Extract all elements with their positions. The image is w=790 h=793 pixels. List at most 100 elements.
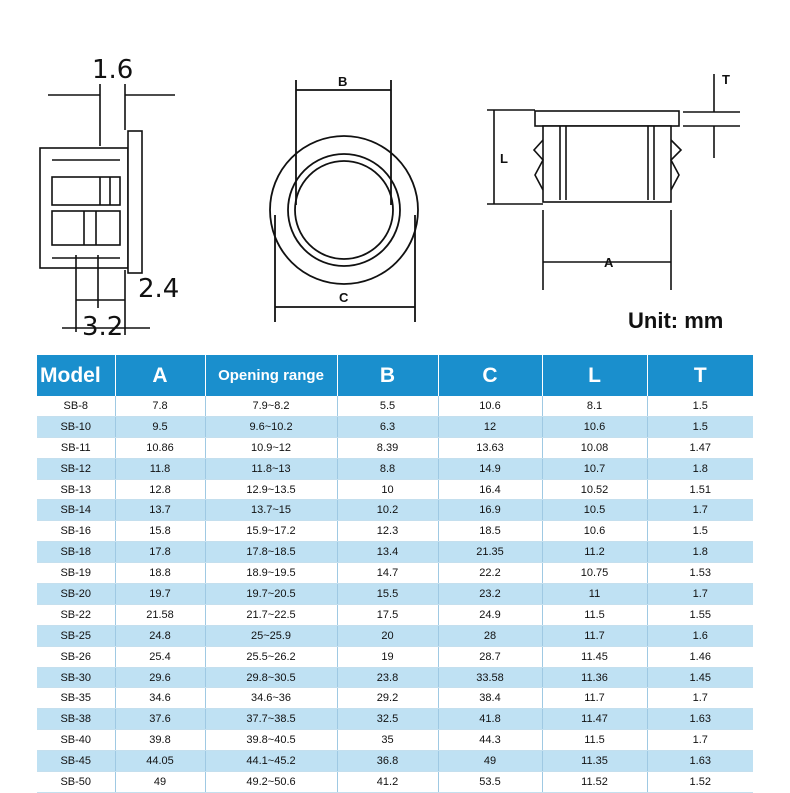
cell-a: 12.8	[115, 479, 206, 501]
cell-a: 37.6	[115, 708, 206, 731]
cell-a: 10.86	[115, 437, 206, 459]
cell-opening-range: 13.7~15	[205, 499, 338, 522]
cell-opening-range: 37.7~38.5	[205, 708, 338, 731]
cell-opening-range: 10.9~12	[205, 437, 338, 459]
cell-opening-range: 25~25.9	[205, 625, 338, 647]
cell-a: 17.8	[115, 541, 206, 564]
cell-t: 1.45	[647, 667, 753, 689]
cell-b: 13.4	[337, 541, 439, 564]
cell-model: SB-50	[37, 771, 116, 793]
cell-c: 14.9	[438, 458, 543, 480]
cell-b: 29.2	[337, 687, 439, 710]
cell-model: SB-14	[37, 499, 116, 522]
dimension-label-3-2: 3.2	[82, 312, 123, 342]
cell-t: 1.52	[647, 771, 753, 793]
dimension-label-t: T	[722, 72, 730, 87]
cell-model: SB-12	[37, 458, 116, 480]
cell-l: 10.52	[542, 479, 648, 501]
cell-a: 44.05	[115, 750, 206, 773]
cell-l: 11.36	[542, 667, 648, 689]
cell-l: 10.08	[542, 437, 648, 459]
cell-b: 20	[337, 625, 439, 647]
cell-a: 11.8	[115, 458, 206, 480]
cell-b: 6.3	[337, 416, 439, 438]
cell-c: 33.58	[438, 667, 543, 689]
table-header-row: Model A Opening range B C L T	[37, 355, 753, 396]
side-view-drawing	[39, 84, 175, 335]
cell-t: 1.8	[647, 458, 753, 480]
cell-a: 21.58	[115, 604, 206, 626]
cell-a: 13.7	[115, 499, 206, 522]
cell-c: 44.3	[438, 729, 543, 752]
cell-l: 10.7	[542, 458, 648, 480]
cell-model: SB-40	[37, 729, 116, 752]
header-model: Model	[37, 355, 116, 396]
header-c: C	[438, 355, 543, 396]
cell-a: 7.8	[115, 396, 206, 417]
cell-model: SB-20	[37, 583, 116, 605]
cell-l: 11.47	[542, 708, 648, 731]
cell-a: 34.6	[115, 687, 206, 710]
cell-t: 1.51	[647, 479, 753, 501]
cell-a: 24.8	[115, 625, 206, 647]
cell-model: SB-45	[37, 750, 116, 773]
cell-opening-range: 12.9~13.5	[205, 479, 338, 501]
cell-b: 15.5	[337, 583, 439, 605]
cell-c: 41.8	[438, 708, 543, 731]
section-view-drawing	[487, 74, 740, 290]
cell-t: 1.5	[647, 396, 753, 417]
cell-c: 21.35	[438, 541, 543, 564]
cell-l: 11.2	[542, 541, 648, 564]
cell-b: 12.3	[337, 520, 439, 543]
cell-t: 1.46	[647, 646, 753, 668]
cell-b: 8.8	[337, 458, 439, 480]
cell-b: 36.8	[337, 750, 439, 773]
cell-t: 1.5	[647, 416, 753, 438]
cell-c: 49	[438, 750, 543, 773]
cell-model: SB-30	[37, 667, 116, 689]
cell-t: 1.5	[647, 520, 753, 543]
cell-t: 1.55	[647, 604, 753, 626]
cell-b: 5.5	[337, 396, 439, 417]
cell-l: 10.75	[542, 562, 648, 585]
front-view-drawing	[269, 80, 419, 322]
cell-b: 32.5	[337, 708, 439, 731]
cell-opening-range: 44.1~45.2	[205, 750, 338, 773]
cell-model: SB-11	[37, 437, 116, 459]
cell-t: 1.7	[647, 499, 753, 522]
cell-l: 11.5	[542, 604, 648, 626]
cell-a: 15.8	[115, 520, 206, 543]
cell-b: 41.2	[337, 771, 439, 793]
header-l: L	[542, 355, 648, 396]
cell-l: 8.1	[542, 396, 648, 417]
cell-model: SB-22	[37, 604, 116, 626]
cell-c: 38.4	[438, 687, 543, 710]
cell-l: 11.52	[542, 771, 648, 793]
cell-model: SB-13	[37, 479, 116, 501]
cell-t: 1.7	[647, 583, 753, 605]
cell-t: 1.53	[647, 562, 753, 585]
cell-a: 49	[115, 771, 206, 793]
cell-c: 24.9	[438, 604, 543, 626]
cell-c: 13.63	[438, 437, 543, 459]
cell-model: SB-8	[37, 396, 116, 417]
cell-model: SB-25	[37, 625, 116, 647]
cell-opening-range: 34.6~36	[205, 687, 338, 710]
dimension-label-b: B	[338, 74, 347, 89]
cell-c: 53.5	[438, 771, 543, 793]
cell-opening-range: 17.8~18.5	[205, 541, 338, 564]
dimension-label-a: A	[604, 255, 614, 270]
cell-opening-range: 49.2~50.6	[205, 771, 338, 793]
cell-t: 1.63	[647, 708, 753, 731]
